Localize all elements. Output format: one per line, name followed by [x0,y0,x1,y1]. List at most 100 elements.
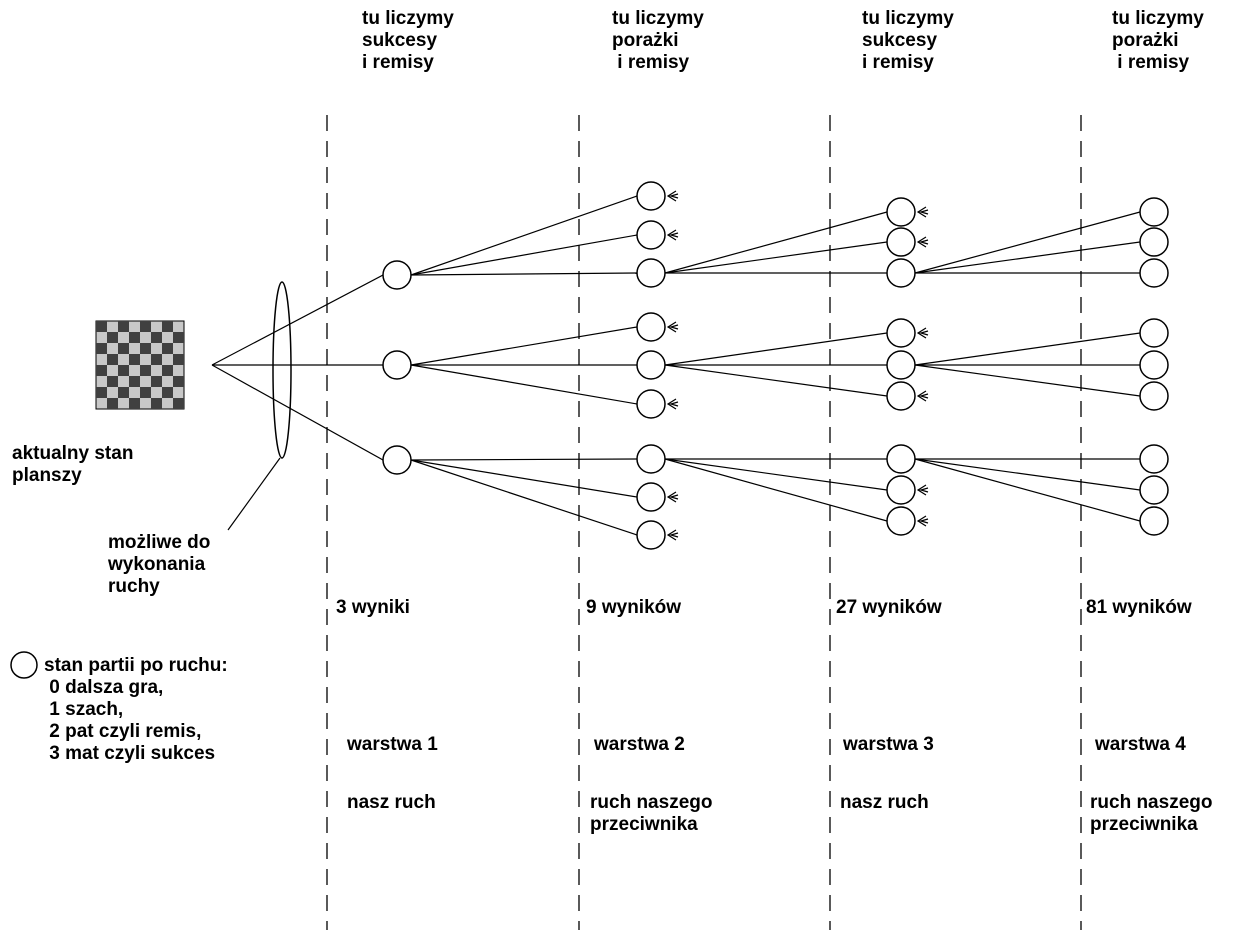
moves-ellipse [272,281,292,459]
chessboard-square [96,365,107,376]
layer-name-2: warstwa 2 [594,734,685,755]
edge-l2-l3-2-2 [664,458,888,522]
edge-l1-l2-2-2 [410,459,638,536]
chessboard-square [107,354,118,365]
state-node-l3-2-2 [886,506,916,536]
edge-l1-l2-1-0 [410,326,638,366]
state-node-l2-2-0 [636,444,666,474]
chessboard-square [162,321,173,332]
chessboard-square [129,332,140,343]
legend-circle-icon [10,651,38,679]
arrow-mark-l2-2-1 [666,491,679,503]
edge-l1-l2-0-2 [410,272,638,276]
state-node-l3-0-0 [886,197,916,227]
edge-l2-l3-0-0 [664,211,888,274]
chessboard-square [118,365,129,376]
board-label: aktualny stan planszy [12,443,134,486]
results-layer-3: 27 wyników [836,597,942,618]
chessboard-square [129,354,140,365]
state-node-l4-0-2 [1139,258,1169,288]
chessboard-square [129,376,140,387]
chessboard-square [118,387,129,398]
header-layer-3: tu liczymy sukcesy i remisy [862,8,954,73]
arrow-mark-l2-1-0 [666,321,679,333]
mover-layer-2: ruch naszego przeciwnika [590,792,713,835]
results-layer-4: 81 wyników [1086,597,1192,618]
edge-l2-l3-0-1 [664,241,888,274]
mover-layer-1: nasz ruch [347,792,436,813]
chessboard-square [151,332,162,343]
chessboard-square [173,398,184,409]
state-node-l3-0-1 [886,227,916,257]
edge-l2-l3-1-0 [664,332,888,366]
chessboard-square [162,365,173,376]
state-node-l2-2-2 [636,520,666,550]
chessboard-square [107,398,118,409]
arrow-mark-l3-1-0 [916,327,929,339]
chessboard-square [151,376,162,387]
edge-l1-l2-2-0 [410,458,638,461]
chessboard-square [173,332,184,343]
edge-l2-l3-2-1 [664,458,888,491]
arrow-mark-l3-1-2 [916,390,929,402]
state-node-l2-1-1 [636,350,666,380]
moves-pointer-line [227,457,281,531]
chessboard-square [140,387,151,398]
state-node-l3-0-2 [886,258,916,288]
state-node-l3-1-1 [886,350,916,380]
state-node-l4-1-1 [1139,350,1169,380]
arrow-mark-l2-2-2 [666,529,679,541]
state-node-l3-2-0 [886,444,916,474]
tree-nodes [382,181,1169,550]
header-layer-1: tu liczymy sukcesy i remisy [362,8,454,73]
edge-root-l1-3 [211,364,384,461]
state-node-l2-1-0 [636,312,666,342]
state-node-l2-0-0 [636,181,666,211]
state-node-l4-1-2 [1139,381,1169,411]
chessboard-square [118,321,129,332]
edge-l3-l4-1-2 [914,364,1141,397]
edge-l3-l4-2-2 [914,458,1141,522]
arrow-mark-l2-0-0 [666,190,679,202]
chessboard-square [151,354,162,365]
edge-l3-l4-0-0 [914,211,1141,274]
arrow-mark-l3-2-2 [916,515,929,527]
chessboard-square [96,321,107,332]
chessboard-square [140,343,151,354]
legend-text: stan partii po ruchu: 0 dalsza gra, 1 sz… [44,655,228,764]
state-node-l3-1-2 [886,381,916,411]
state-node-l2-1-2 [636,389,666,419]
state-node-l2-0-2 [636,258,666,288]
result-marks [666,190,929,541]
chessboard-square [173,354,184,365]
arrow-mark-l2-1-2 [666,398,679,410]
state-node-l1-2 [382,350,412,380]
chessboard-square [96,387,107,398]
header-layer-2: tu liczymy porażki i remisy [612,8,704,73]
chessboard-icon [95,320,185,410]
results-layer-1: 3 wyniki [336,597,410,618]
chessboard-square [162,343,173,354]
state-node-l1-3 [382,445,412,475]
chessboard-square [107,332,118,343]
edge-root-l1-1 [211,274,384,366]
arrow-mark-l2-0-1 [666,229,679,241]
state-node-l4-0-1 [1139,227,1169,257]
state-node-l2-0-1 [636,220,666,250]
layer-name-1: warstwa 1 [347,734,438,755]
layer-name-4: warstwa 4 [1095,734,1186,755]
chessboard-square [140,365,151,376]
layer-dividers [326,115,1082,930]
state-node-l3-1-0 [886,318,916,348]
mover-layer-4: ruch naszego przeciwnika [1090,792,1213,835]
state-node-l2-2-1 [636,482,666,512]
edge-l1-l2-1-2 [410,364,638,405]
chessboard-square [151,398,162,409]
state-node-l4-2-2 [1139,506,1169,536]
edge-l1-l2-0-1 [410,234,638,276]
header-layer-4: tu liczymy porażki i remisy [1112,8,1204,73]
edge-l1-l2-0-0 [410,195,638,276]
edge-l2-l3-1-2 [664,364,888,397]
state-node-l4-1-0 [1139,318,1169,348]
